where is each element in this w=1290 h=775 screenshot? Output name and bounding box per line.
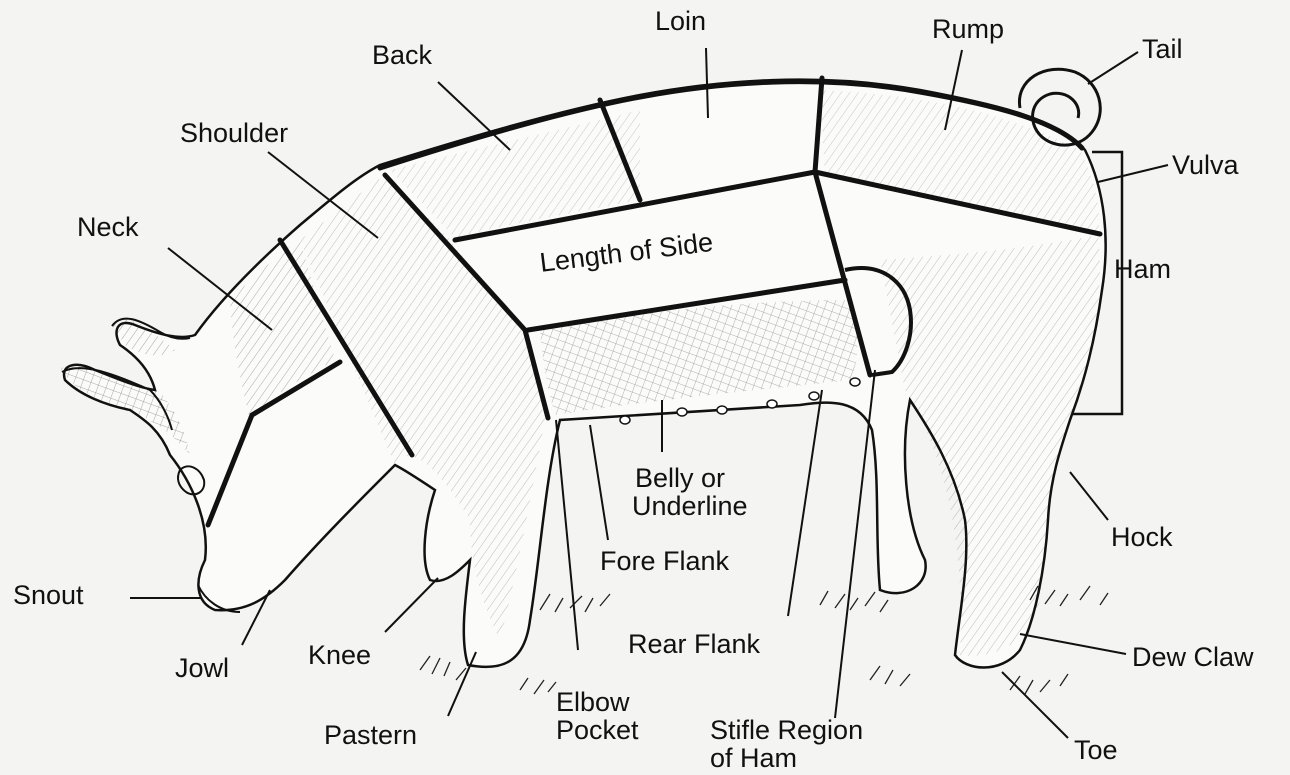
pig-body bbox=[60, 69, 1108, 694]
label-neck: Neck bbox=[77, 214, 139, 241]
label-toe: Toe bbox=[1074, 737, 1118, 764]
label-snout: Snout bbox=[13, 582, 84, 609]
label-belly-line2: Underline bbox=[632, 492, 748, 520]
label-back: Back bbox=[372, 42, 432, 69]
label-stifle-line1: Stifle Region bbox=[710, 716, 863, 744]
label-rear-flank: Rear Flank bbox=[628, 631, 760, 658]
label-elbow-line2: Pocket bbox=[556, 716, 639, 744]
label-fore-flank: Fore Flank bbox=[600, 548, 729, 575]
label-belly-line1: Belly or bbox=[635, 464, 725, 492]
label-tail: Tail bbox=[1142, 36, 1183, 63]
label-loin: Loin bbox=[655, 8, 706, 35]
label-knee: Knee bbox=[308, 642, 371, 669]
label-dew-claw: Dew Claw bbox=[1132, 644, 1254, 671]
label-ham: Ham bbox=[1114, 256, 1171, 283]
label-pastern: Pastern bbox=[324, 722, 417, 749]
label-elbow-line1: Elbow bbox=[556, 688, 630, 716]
label-vulva: Vulva bbox=[1172, 152, 1239, 179]
label-jowl: Jowl bbox=[175, 655, 229, 682]
label-rump: Rump bbox=[932, 16, 1004, 43]
label-stifle-line2: of Ham bbox=[710, 744, 797, 772]
label-shoulder: Shoulder bbox=[180, 120, 288, 147]
label-hock: Hock bbox=[1111, 524, 1173, 551]
